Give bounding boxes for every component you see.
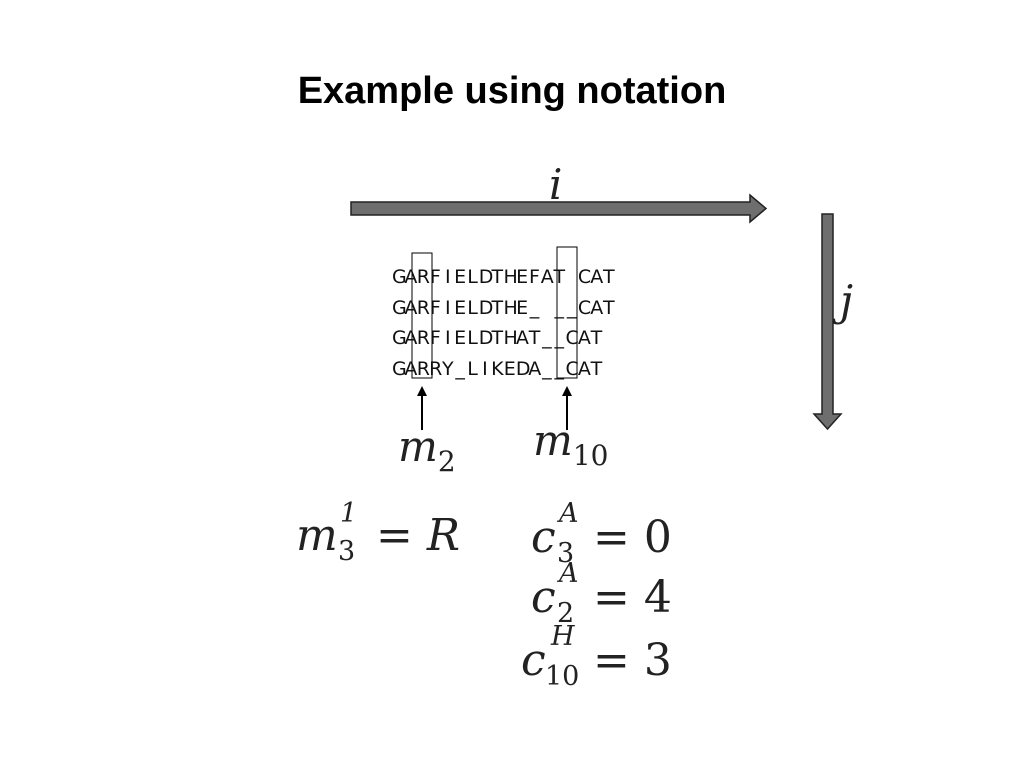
equation-base: m	[296, 510, 338, 561]
column-box-2	[411, 252, 433, 379]
equation-sup: 1	[340, 498, 358, 529]
column-box-10	[556, 246, 578, 379]
equation-rhs: = 3	[593, 635, 672, 686]
equation-sub: 3	[557, 538, 575, 569]
axis-label-i: i	[549, 160, 563, 209]
equation-rhs: = 0	[593, 512, 672, 563]
equation-c10-H: c H 10 = 3	[521, 621, 672, 692]
equation-sub: 10	[545, 661, 580, 692]
equation-base: c	[531, 512, 556, 563]
marker-arrow-m10	[562, 386, 572, 430]
equation-c2-A: c A 2 = 4	[531, 558, 672, 629]
equation-sub: 2	[557, 598, 575, 629]
equation-c3-A: c A 3 = 0	[531, 498, 672, 569]
marker-arrow-m2	[417, 386, 427, 430]
equation-base: c	[521, 635, 546, 686]
marker-m2-base: m	[398, 422, 438, 471]
equation-sub: 3	[338, 536, 356, 567]
horizontal-arrow	[350, 193, 768, 224]
marker-m10-sub: 10	[572, 439, 609, 472]
vertical-arrow	[812, 213, 843, 431]
equation-m3-1: m 1 3 = R	[296, 498, 460, 567]
equation-sup: A	[559, 558, 579, 589]
axis-label-j: j	[840, 276, 854, 325]
marker-m10: m10	[533, 416, 608, 472]
equation-rhs: = 4	[593, 572, 672, 623]
equation-sup: H	[551, 621, 575, 652]
equation-sup: A	[559, 498, 579, 529]
marker-m2-sub: 2	[437, 445, 456, 478]
marker-m2: m2	[398, 422, 456, 478]
slide-title: Example using notation	[297, 70, 727, 112]
equation-rhs: = R	[376, 510, 460, 561]
equation-base: c	[531, 572, 556, 623]
marker-m10-base: m	[533, 416, 573, 465]
